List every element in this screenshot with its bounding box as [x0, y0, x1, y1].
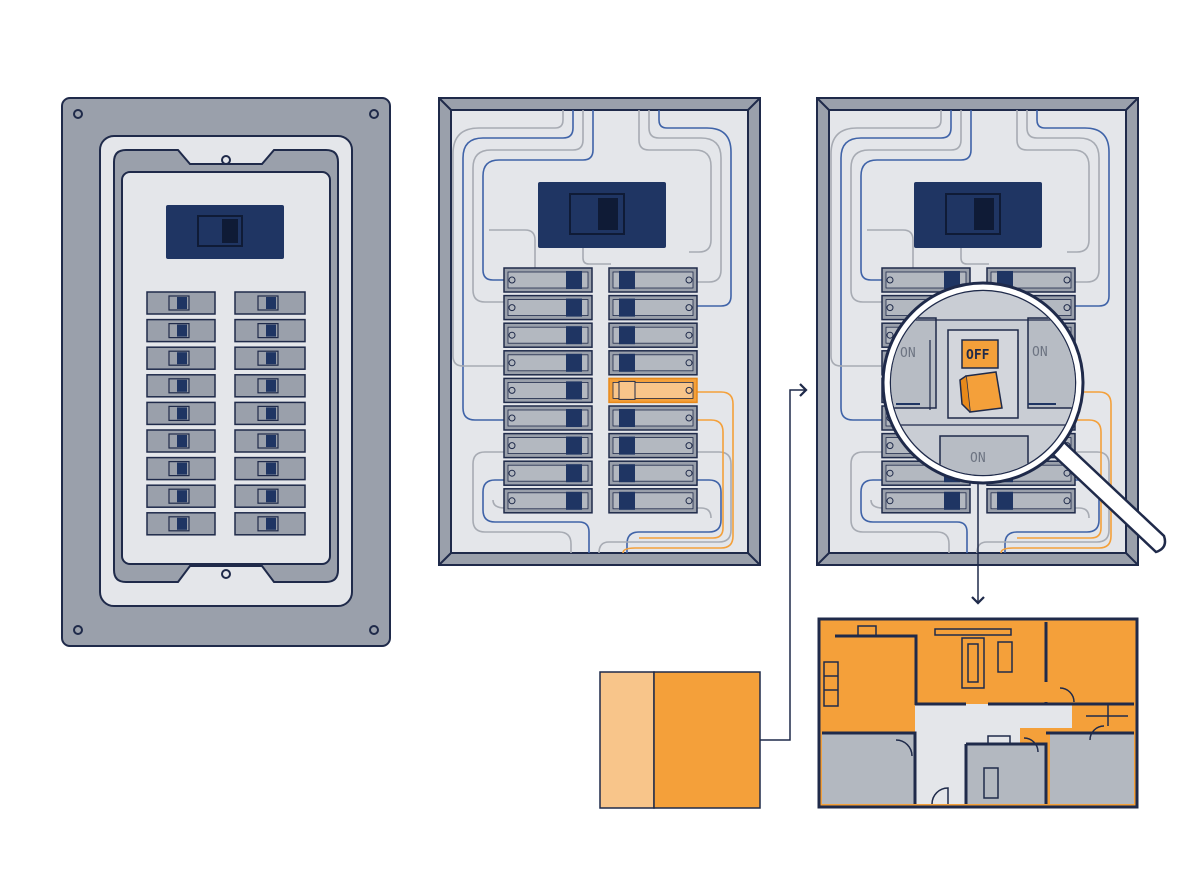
breaker: [234, 346, 306, 370]
breaker: [503, 294, 593, 321]
breaker: [608, 460, 698, 486]
breaker: [503, 322, 593, 348]
breaker: [146, 346, 216, 370]
wire: [658, 110, 732, 307]
breaker: [503, 377, 593, 404]
wire: [648, 110, 722, 283]
wire: [462, 110, 574, 421]
room-unpowered: [1050, 733, 1134, 804]
wire: [850, 451, 950, 553]
screw-icon: [369, 109, 379, 119]
wire: [960, 248, 989, 265]
breaker: [608, 405, 698, 431]
breaker: [608, 432, 698, 459]
wire: [582, 248, 611, 265]
wire: [638, 110, 712, 253]
breaker: [608, 294, 698, 321]
wire: [1016, 110, 1090, 253]
breaker: [503, 432, 593, 459]
panel-inspect: ON ON ON OFF: [816, 97, 1167, 566]
room-unpowered: [966, 744, 1046, 804]
breaker: [234, 512, 306, 536]
wire: [867, 229, 914, 268]
breaker: [234, 456, 306, 481]
breaker: [234, 401, 306, 426]
wire: [976, 451, 1110, 554]
wire: [626, 479, 722, 553]
screw-icon: [73, 625, 83, 635]
wire-tripped-circuit: [639, 419, 724, 539]
breaker: [608, 350, 698, 376]
breaker: [234, 374, 306, 398]
wire: [472, 110, 584, 303]
latch-icon: [221, 155, 231, 165]
breaker: [146, 401, 216, 426]
wire: [860, 110, 972, 281]
wire: [482, 479, 590, 553]
connector-arrow: [760, 383, 808, 741]
wire: [482, 110, 594, 281]
on-label-bottom: ON: [970, 451, 986, 466]
wire-tripped-circuit: [1000, 391, 1112, 554]
breaker: [608, 322, 698, 348]
breaker: [234, 429, 306, 453]
latch-icon: [221, 569, 231, 579]
breaker: [146, 374, 216, 398]
panel-cover: [61, 97, 391, 647]
magnifying-glass-icon: ON ON ON OFF: [881, 281, 1167, 554]
breaker: [503, 267, 593, 293]
magnifier-handle: [1050, 440, 1167, 554]
wire: [697, 507, 712, 519]
panel-open: [438, 97, 761, 566]
tripped-breaker: [608, 377, 698, 404]
breaker: [986, 488, 1076, 514]
breaker: [503, 405, 593, 431]
legend-swatch: [599, 671, 761, 809]
wire: [850, 110, 962, 303]
breaker: [146, 429, 216, 453]
breaker: [234, 484, 306, 508]
wire: [472, 451, 572, 553]
wire-tripped-circuit: [622, 391, 734, 554]
wire: [1036, 110, 1110, 307]
on-label-right: ON: [1032, 345, 1048, 360]
tripped-breaker-tag: [961, 339, 999, 369]
screw-icon: [369, 625, 379, 635]
room-unpowered: [822, 733, 915, 804]
wire: [840, 110, 952, 421]
hallway: [915, 704, 1072, 804]
breaker: [146, 291, 216, 315]
breaker-bank: [146, 291, 306, 536]
breaker: [986, 267, 1076, 293]
breaker: [608, 267, 698, 293]
off-label: OFF: [966, 348, 990, 363]
breaker-bank: [503, 267, 698, 514]
breaker: [881, 488, 971, 514]
wire: [1075, 507, 1090, 519]
breaker: [234, 291, 306, 315]
breaker: [234, 318, 306, 343]
breaker: [146, 318, 216, 343]
on-label-left: ON: [900, 346, 916, 361]
wire: [598, 451, 732, 554]
breaker: [881, 267, 971, 293]
breaker: [608, 488, 698, 514]
screw-icon: [73, 109, 83, 119]
breaker: [503, 460, 593, 486]
breaker: [503, 350, 593, 376]
breaker: [146, 512, 216, 536]
floor-plan: [817, 617, 1139, 809]
wire: [489, 229, 536, 268]
wire: [1026, 110, 1100, 283]
breaker: [146, 484, 216, 508]
wire: [452, 110, 564, 367]
breaker: [503, 488, 593, 514]
tripped-switch: [965, 371, 1003, 413]
breaker: [146, 456, 216, 481]
wire: [860, 479, 968, 553]
wire: [830, 110, 942, 367]
